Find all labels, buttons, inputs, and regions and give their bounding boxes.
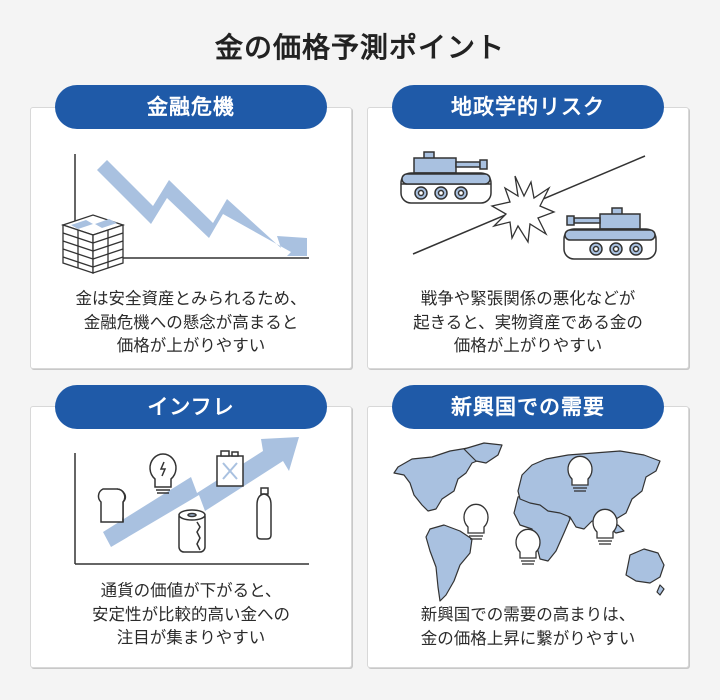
label-geopolitical-risk: 地政学的リスク — [392, 85, 664, 129]
lightbulb-icon — [592, 508, 618, 545]
rising-chart-icon — [74, 437, 309, 565]
card-financial-crisis: 金は安全資産とみられるため、 金融危機への懸念が高まると 価格が上がりやすい — [30, 107, 352, 369]
lightbulb-icon — [515, 528, 541, 565]
australia — [625, 548, 665, 584]
lightbulb-icon — [149, 453, 177, 494]
label-emerging-demand: 新興国での需要 — [392, 385, 664, 429]
lightbulb-icon — [567, 455, 593, 492]
card-geopolitical-risk: 戦争や緊張関係の悪化などが 起きると、実物資産である金の 価格が上がりやすい — [367, 107, 689, 369]
bottle-icon — [256, 487, 272, 540]
description-line: 新興国での需要の高まりは、 — [420, 605, 636, 624]
description-line: 金の価格上昇に繋がりやすい — [420, 628, 636, 648]
world-map-icon — [393, 442, 665, 602]
falling-chart-icon — [60, 154, 309, 274]
card-emerging-demand: 新興国での需要の高まりは、 金の価格上昇に繋がりやすい — [367, 406, 689, 668]
description-line: 通貨の価値が下がると、 — [100, 581, 282, 600]
north-america — [393, 446, 489, 512]
description-line: 安定性が比較的高い金への — [92, 604, 290, 624]
description-line: 起きると、実物資産である金の — [413, 312, 643, 332]
description-line: 価格が上がりやすい — [453, 336, 603, 355]
fuel-can-icon — [216, 450, 244, 487]
money-stack-icon — [60, 214, 126, 274]
description-line: 金融危機への懸念が高まると — [83, 312, 299, 332]
description-line: 金は安全資産とみられるため、 — [75, 289, 307, 308]
description-line: 価格が上がりやすい — [116, 336, 266, 355]
tank-icon — [563, 207, 657, 260]
page-title: 金の価格予測ポイント — [214, 31, 505, 64]
label-financial-crisis: 金融危機 — [55, 85, 327, 129]
eurasia — [517, 450, 661, 532]
tanks-clash-icon — [400, 151, 657, 260]
card-inflation: 通貨の価値が下がると、 安定性が比較的高い金への 注目が集まりやすい — [30, 406, 352, 668]
paper-towel-icon — [178, 509, 206, 553]
bread-icon — [97, 488, 127, 523]
greenland — [463, 442, 503, 464]
lightbulb-icons — [463, 455, 618, 565]
description-line: 注目が集まりやすい — [116, 628, 266, 647]
tank-icon — [400, 151, 492, 204]
description-line: 戦争や緊張関係の悪化などが — [420, 289, 636, 308]
south-america — [425, 524, 473, 602]
explosion-icon — [490, 175, 556, 244]
lightbulb-icon — [463, 503, 489, 540]
label-inflation: インフレ — [55, 385, 327, 429]
